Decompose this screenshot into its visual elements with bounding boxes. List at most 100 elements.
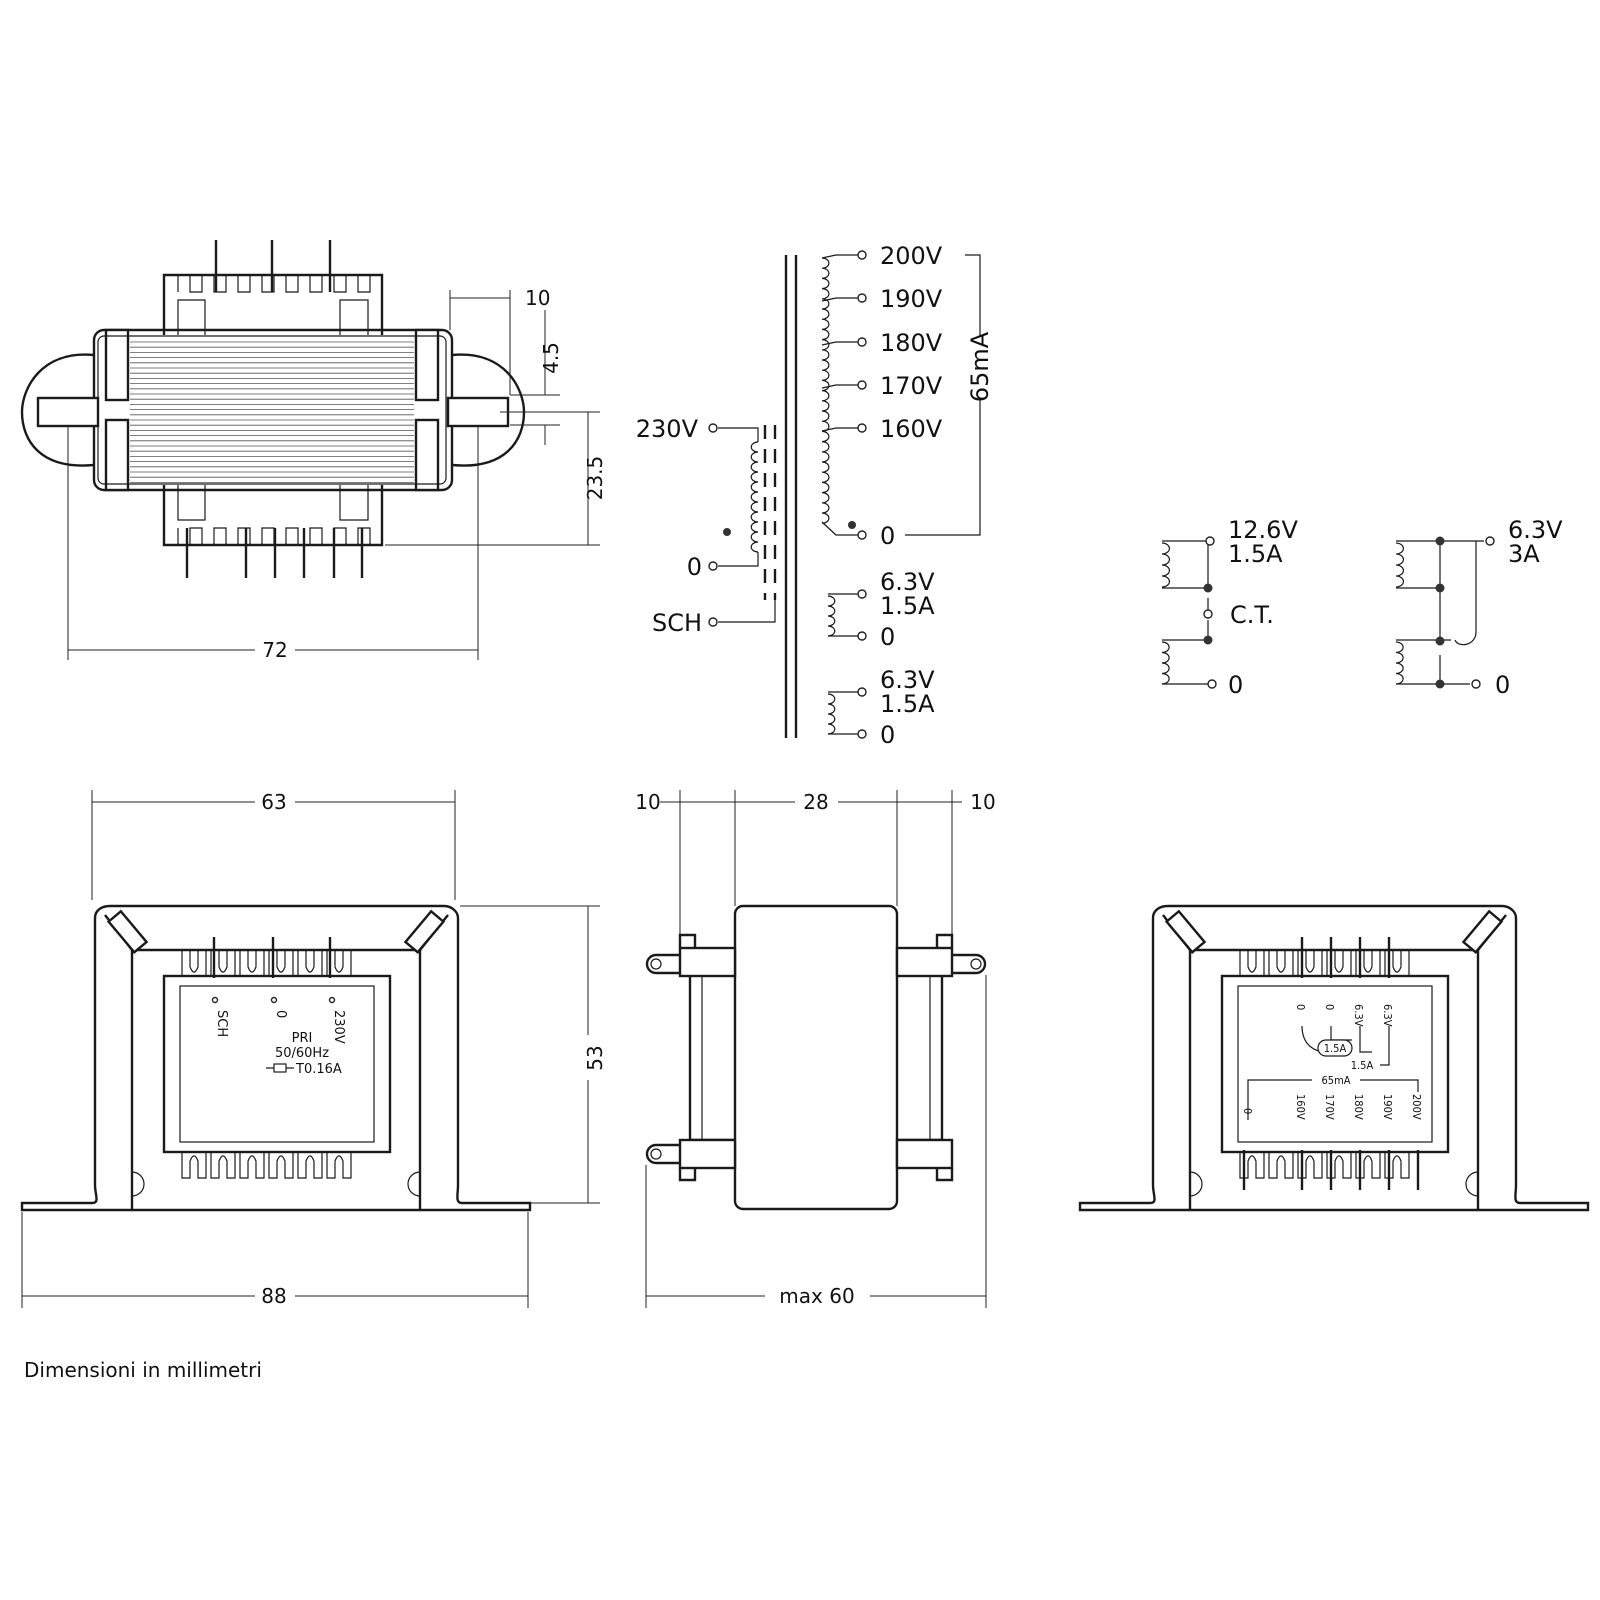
series-winding-b [1161,641,1170,685]
rear-heater-pin-6v-a: 6.3V [1352,1004,1365,1027]
rear-ht-current: 65mA [1322,1074,1351,1087]
secondary-coil [821,257,830,524]
rear-ht-pin-180: 180V [1352,1094,1365,1120]
label-series-ct: C.T. [1230,601,1274,629]
terminal-tap [857,250,867,260]
heater1-coil [827,595,836,637]
terminal-tap [857,337,867,347]
front-freq: 50/60Hz [275,1046,329,1061]
rear-lower-comb [1239,1152,1410,1179]
primary-phase-dot [723,528,731,536]
dim-side-28: 28 [803,790,828,814]
terminal-parallel-6v [1485,536,1495,546]
label-parallel-v: 6.3V [1508,516,1563,544]
front-pin-230v: 230V [331,1010,346,1044]
front-upper-comb [181,949,352,976]
terminal-tap [857,423,867,433]
rear-heater-b: 1.5A [1351,1059,1374,1072]
side-view: 10 28 10 max 60 [635,790,996,1308]
front-dims: 63 53 88 [21,790,607,1308]
terminal-heater2-0 [857,729,867,739]
terminal-heater1-hot [857,589,867,599]
rear-label: 0 0 6.3V 6.3V 1.5A 1.5A 65mA 0 160V 170V… [1241,1004,1423,1120]
rear-heater-pin-0b: 0 [1323,1004,1336,1010]
rear-ht-pin-160: 160V [1294,1094,1307,1120]
label-sch: SCH [652,609,702,637]
label-parallel-a: 3A [1508,540,1540,568]
series-connection: 12.6V 1.5A C.T. 0 [1161,516,1298,699]
dim-72: 72 [262,638,287,662]
dim-88: 88 [261,1284,286,1308]
parallel-winding-a [1395,542,1404,588]
front-view: SCH 0 230V PRI 50/60Hz T0.16A 63 53 [20,790,607,1308]
dim-63: 63 [261,790,286,814]
heater2-coil [827,693,836,735]
terminal-sch [708,617,718,627]
top-upper-comb [177,240,371,293]
secondary-tap-label: 0 [880,522,895,550]
terminal-tap [857,530,867,540]
rear-ht-pin-0: 0 [1241,1108,1254,1114]
parallel-winding-b [1395,641,1404,685]
dim-4-5: 4.5 [539,342,563,374]
front-label: SCH 0 230V PRI 50/60Hz T0.16A [211,996,346,1077]
label-h1-v: 6.3V [880,568,935,596]
terminal-heater1-0 [857,631,867,641]
terminal-0-pri [708,561,718,571]
secondary-tap-label: 170V [880,372,943,400]
primary-winding [750,441,759,553]
label-h2-v: 6.3V [880,666,935,694]
label-series-v: 12.6V [1228,516,1298,544]
bobbin-comb [181,1152,352,1179]
secondary-winding [821,257,830,524]
terminal-series-0 [1207,679,1217,689]
side-dims: 10 28 10 max 60 [635,790,996,1308]
label-h2-a: 1.5A [880,690,935,718]
terminal-tap [857,380,867,390]
secondary-tap-label: 190V [880,285,943,313]
terminal-230v [708,423,718,433]
rear-heater-a: 1.5A [1324,1042,1347,1055]
front-fuse: T0.16A [295,1062,342,1077]
label-series-0: 0 [1228,671,1243,699]
terminal-tap [857,293,867,303]
rear-ht-pin-190: 190V [1381,1094,1394,1120]
label-parallel-0: 0 [1495,671,1510,699]
label-0-pri: 0 [687,553,702,581]
secondary-tap-lead [821,341,858,346]
top-dims: 10 4.5 23.5 72 [67,286,607,662]
dim-10-top: 10 [525,286,550,310]
series-winding-a [1161,542,1170,588]
secondary-taps: 200V 190V 180V 170V 160V 0 [821,242,943,550]
bobbin-comb [1239,949,1410,976]
primary-coil [750,441,759,553]
footer-note: Dimensioni in millimetri [24,1358,262,1382]
label-65ma: 65mA [966,331,994,402]
dim-23-5: 23.5 [583,456,607,501]
terminal-parallel-0 [1471,679,1481,689]
secondary-tap-label: 200V [880,242,943,270]
front-pri: PRI [292,1031,313,1046]
terminal-heater2-hot [857,687,867,697]
secondary-tap-label: 180V [880,329,943,357]
dim-side-10-left: 10 [635,790,660,814]
heater1-winding [827,595,836,637]
secondary-tap-lead [821,297,858,302]
secondary-tap-lead [821,521,858,536]
secondary-tap-lead [821,384,858,389]
rear-heater-pin-0a: 0 [1294,1004,1307,1010]
rear-ht-pin-170: 170V [1323,1094,1336,1120]
heater2-winding [827,693,836,735]
bobbin-comb [1239,1152,1410,1179]
dim-max-60: max 60 [779,1284,854,1308]
secondary-tap-lead [821,427,858,432]
label-h2-0: 0 [880,721,895,749]
secondary-tap-label: 160V [880,415,943,443]
rear-upper-comb [1239,949,1410,976]
rear-ht-pin-200: 200V [1410,1094,1423,1120]
terminal-series-12v [1205,536,1215,546]
bobbin-comb [181,949,352,976]
dim-side-10-right: 10 [970,790,995,814]
